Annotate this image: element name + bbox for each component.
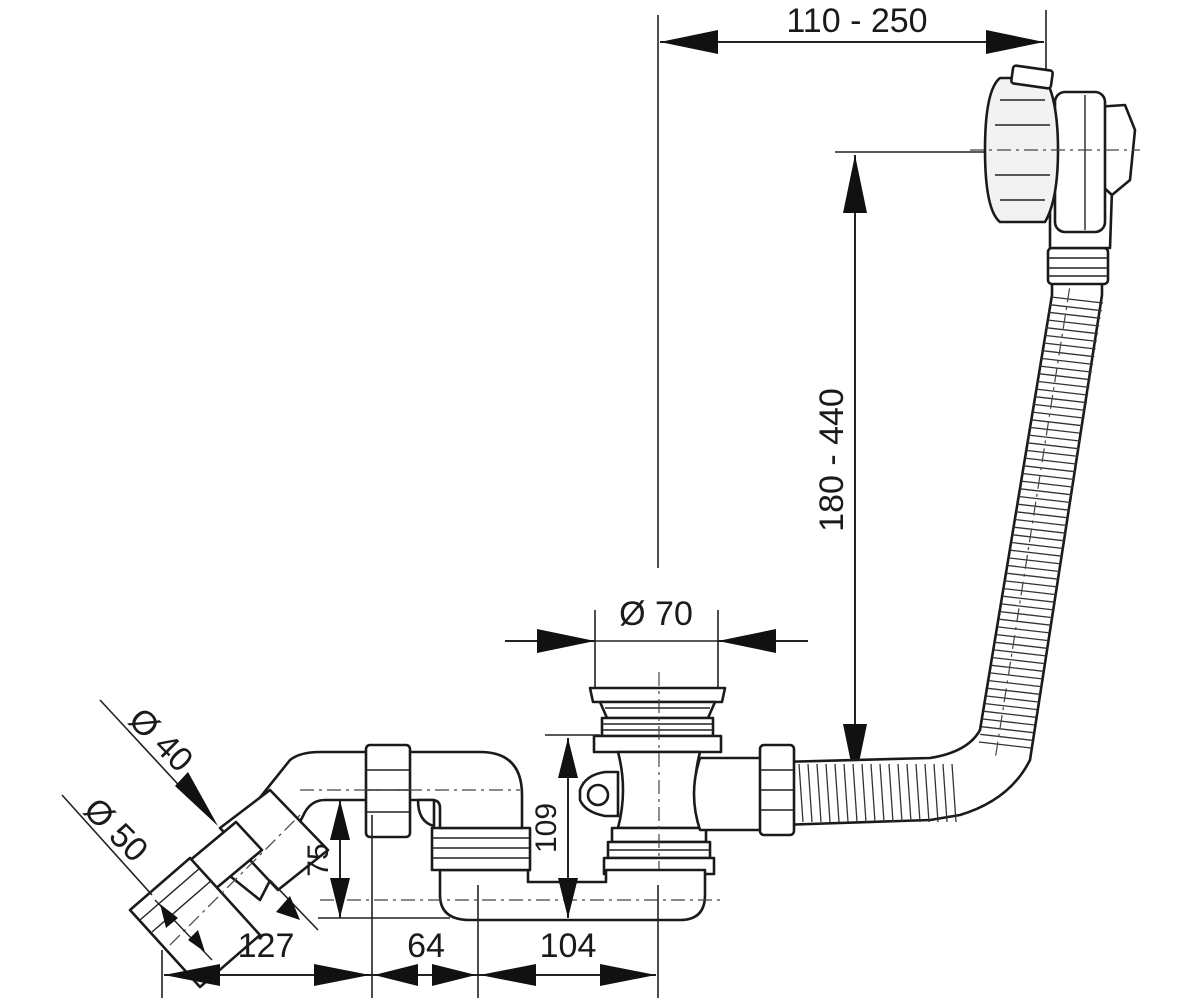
dimension-width-range: 110 - 250: [657, 2, 1047, 568]
drain-diameter-label: Ø 70: [619, 595, 693, 633]
length-104-label: 104: [540, 927, 597, 965]
length-64-label: 64: [407, 927, 445, 965]
dimension-height-range: 180 - 440: [813, 151, 1040, 782]
arrow-up: [843, 155, 867, 213]
width-range-label: 110 - 250: [786, 2, 927, 40]
height-range-label: 180 - 440: [813, 388, 851, 532]
arrow-left: [660, 30, 718, 54]
trap-height-label: 109: [530, 803, 563, 853]
length-127-label: 127: [238, 927, 295, 965]
dimension-drop-height: 75: [302, 800, 450, 919]
arrow-right: [986, 30, 1044, 54]
drop-height-label: 75: [302, 843, 335, 876]
arrow-down: [843, 724, 867, 782]
dimension-trap-height: 109: [530, 734, 600, 918]
dimension-bottom-chain: 127 64 104: [161, 815, 659, 998]
outlet-diameter-40-label: Ø 40: [121, 701, 200, 780]
drain-outlet-assembly: [578, 672, 782, 880]
angled-outlet-pipe: [128, 788, 330, 989]
outlet-diameter-50-label: Ø 50: [76, 791, 155, 870]
flexible-overflow-hose: [778, 234, 1104, 827]
dimension-drain-diameter: Ø 70: [505, 595, 808, 690]
overflow-head: [970, 64, 1140, 286]
outlet-elbow: [208, 743, 524, 902]
overflow-union-nut: [758, 743, 796, 837]
